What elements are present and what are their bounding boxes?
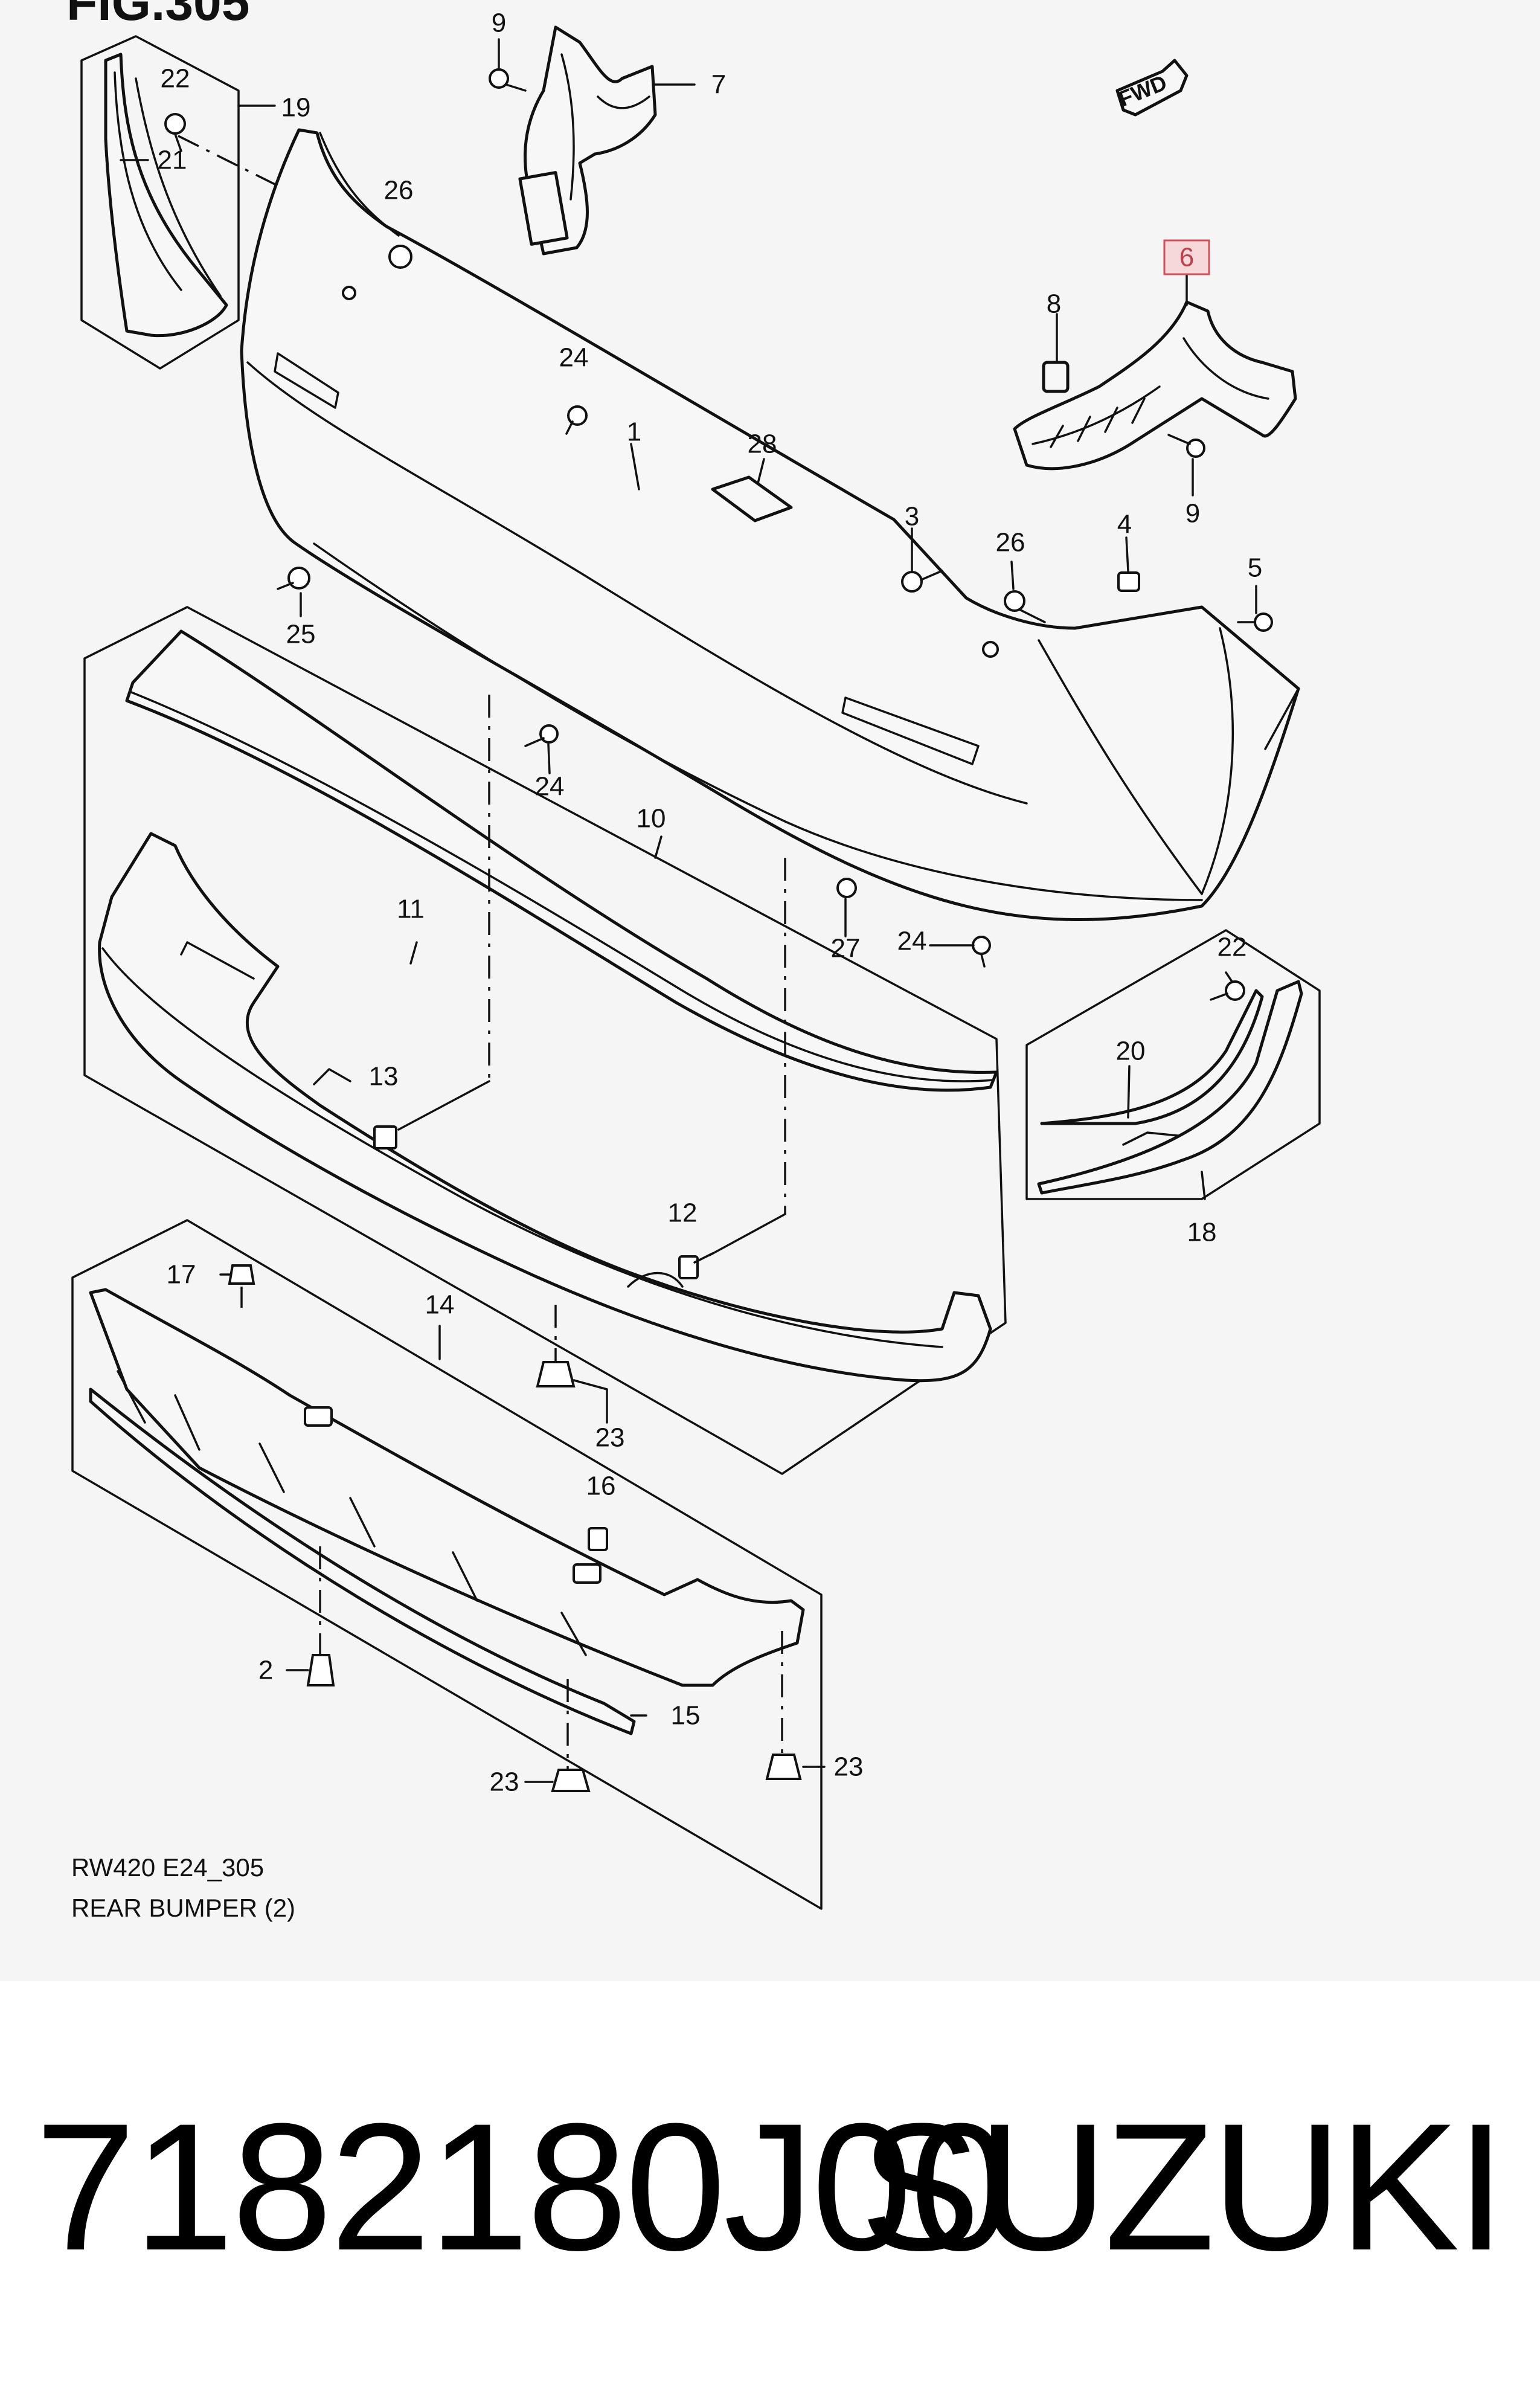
bracket-6 <box>1013 266 1297 497</box>
callout-23: 23 <box>595 1423 625 1453</box>
callout-24: 24 <box>559 343 589 373</box>
callout-13: 13 <box>369 1062 399 1092</box>
nut-27 <box>836 878 857 898</box>
callout-2: 2 <box>258 1656 273 1685</box>
bolt-25 <box>277 567 310 590</box>
callout-18: 18 <box>1187 1218 1217 1247</box>
callout-14: 14 <box>425 1290 455 1320</box>
panel-group-box <box>83 606 1007 1475</box>
part-number: 7182180J00 <box>35 2085 1011 2288</box>
brand-name: SUZUKI <box>859 2085 1506 2288</box>
bracket-7 <box>489 25 696 256</box>
callout-19: 19 <box>281 93 311 123</box>
callout-22: 22 <box>1218 933 1247 962</box>
callout-24: 24 <box>897 927 927 956</box>
bolt-24-top <box>565 405 588 435</box>
rear-bumper-exploded-diagram: FWD <box>71 8 1321 1910</box>
callout-4: 4 <box>1117 510 1132 539</box>
callout-17: 17 <box>167 1260 196 1290</box>
callout-7: 7 <box>711 70 726 100</box>
plate-28 <box>711 475 793 522</box>
screw-5 <box>1237 612 1273 632</box>
callout-labels: 9 7 22 19 21 26 6 8 9 24 1 28 3 26 4 5 2… <box>158 8 1263 1797</box>
callout-1: 1 <box>627 417 641 447</box>
inset-rear-extension-left <box>80 35 276 370</box>
bolt-3 <box>901 570 943 593</box>
figure-title: FIG.305 <box>66 0 250 31</box>
diagram-code: RW420 E24_305 <box>71 1853 265 1882</box>
bolt-24-mid <box>524 724 559 747</box>
callout-9: 9 <box>492 8 506 38</box>
callout-12: 12 <box>668 1198 698 1228</box>
nut-4 <box>1117 571 1140 592</box>
callout-5: 5 <box>1248 553 1262 583</box>
callout-8: 8 <box>1047 289 1061 319</box>
callout-23: 23 <box>834 1752 864 1782</box>
callout-23: 23 <box>490 1767 519 1797</box>
callout-25: 25 <box>286 620 316 649</box>
nut-26-mid <box>1004 590 1046 623</box>
fwd-arrow-icon: FWD <box>1115 59 1189 117</box>
callout-9: 9 <box>1185 499 1200 529</box>
callout-15: 15 <box>671 1701 701 1731</box>
callout-27: 27 <box>831 934 861 963</box>
callout-20: 20 <box>1116 1037 1146 1066</box>
callout-26: 26 <box>996 528 1025 558</box>
callout-21: 21 <box>158 146 187 175</box>
callout-26: 26 <box>384 176 414 205</box>
nut-26-top <box>388 245 412 269</box>
highlighted-callout-box <box>1163 239 1210 275</box>
callout-3: 3 <box>905 502 919 532</box>
skid-panel-box <box>71 1219 826 1910</box>
callout-10: 10 <box>637 804 666 834</box>
callout-11: 11 <box>397 895 425 924</box>
bolt-24-low <box>972 936 991 968</box>
callout-22: 22 <box>161 64 190 94</box>
leader-lines <box>300 443 1257 1200</box>
diagram-name: REAR BUMPER (2) <box>71 1894 296 1922</box>
bumper-cover <box>240 128 1300 921</box>
callout-24: 24 <box>535 772 565 802</box>
callout-16: 16 <box>586 1471 616 1501</box>
callout-6-highlighted: 6 <box>1179 243 1194 272</box>
side-trim-box <box>1025 929 1321 1200</box>
callout-28: 28 <box>748 429 777 459</box>
